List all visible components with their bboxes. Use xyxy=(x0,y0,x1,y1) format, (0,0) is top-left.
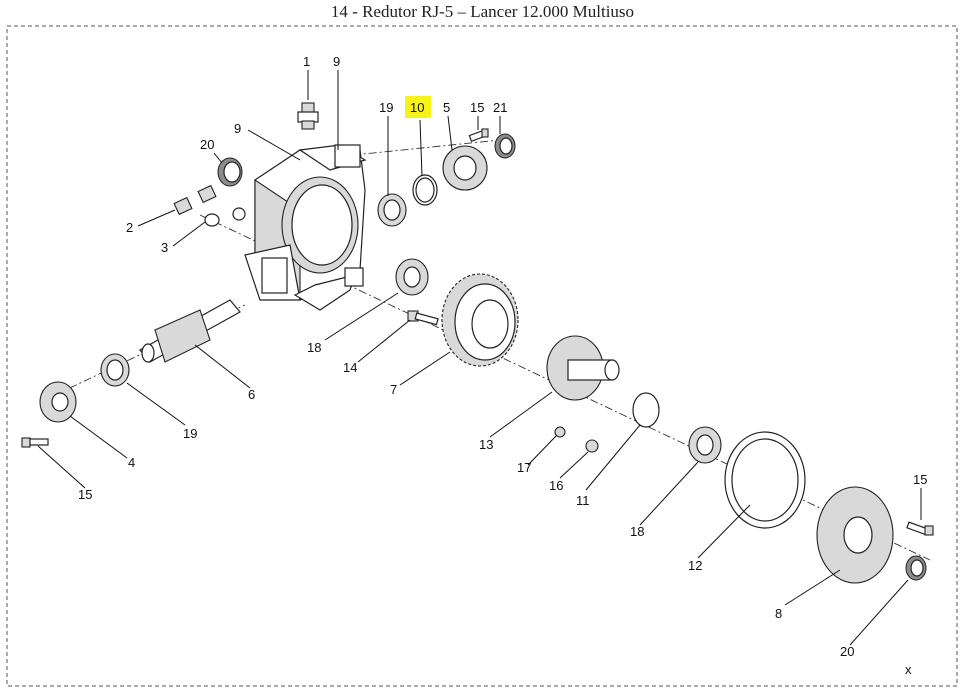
label-10: 10 xyxy=(410,100,424,115)
label-3: 3 xyxy=(161,240,168,255)
bolt xyxy=(407,310,439,326)
label-19-lower: 19 xyxy=(183,426,197,441)
o-ring xyxy=(632,392,660,428)
label-1: 1 xyxy=(303,54,310,69)
label-9-top: 9 xyxy=(333,54,340,69)
label-20-upper: 20 xyxy=(200,137,214,152)
label-12: 12 xyxy=(688,558,702,573)
label-16: 16 xyxy=(549,478,563,493)
corner-mark: x xyxy=(905,662,912,677)
worm-axis xyxy=(54,304,246,396)
bearing-output xyxy=(688,426,722,464)
label-15-lower: 15 xyxy=(78,487,92,502)
drain-plug xyxy=(173,184,217,216)
output-hub xyxy=(546,335,620,401)
gasket xyxy=(724,431,806,529)
oil-seal-small xyxy=(494,133,516,159)
sealing-washer xyxy=(204,207,246,227)
retaining-ring xyxy=(412,174,438,206)
label-14: 14 xyxy=(343,360,357,375)
hex-nut xyxy=(585,439,599,453)
label-15-right: 15 xyxy=(913,472,927,487)
label-5: 5 xyxy=(443,100,450,115)
oil-seal-right xyxy=(905,555,927,581)
flange-cover xyxy=(442,145,488,191)
label-15-upper: 15 xyxy=(470,100,484,115)
worm-gear-wheel xyxy=(441,273,519,367)
label-6: 6 xyxy=(248,387,255,402)
oil-seal-upper xyxy=(217,157,243,187)
bearing-middle xyxy=(395,258,429,296)
bearing-lower xyxy=(100,353,130,387)
label-11: 11 xyxy=(576,493,590,508)
label-18-lower: 18 xyxy=(630,524,644,539)
gearbox-housing xyxy=(244,144,367,311)
label-9: 9 xyxy=(234,121,241,136)
label-17: 17 xyxy=(517,460,531,475)
label-20-lower: 20 xyxy=(840,644,854,659)
label-18-middle: 18 xyxy=(307,340,321,355)
worm-shaft xyxy=(139,299,241,363)
label-19-upper: 19 xyxy=(379,100,393,115)
label-21: 21 xyxy=(493,100,507,115)
highlight-box xyxy=(405,96,431,118)
diagram-title: 14 - Redutor RJ-5 – Lancer 12.000 Multiu… xyxy=(330,2,635,21)
end-cover xyxy=(39,381,77,423)
label-2: 2 xyxy=(126,220,133,235)
screw-right xyxy=(906,521,934,536)
label-7: 7 xyxy=(390,382,397,397)
output-cover xyxy=(816,486,894,584)
small-washer xyxy=(554,426,566,438)
label-8: 8 xyxy=(775,606,782,621)
breather-plug xyxy=(297,102,319,130)
screw-lower xyxy=(21,437,49,448)
screw-upper xyxy=(468,128,489,142)
label-4: 4 xyxy=(128,455,135,470)
bearing-upper xyxy=(377,193,407,227)
label-13: 13 xyxy=(479,437,493,452)
leader-lines xyxy=(37,70,922,646)
